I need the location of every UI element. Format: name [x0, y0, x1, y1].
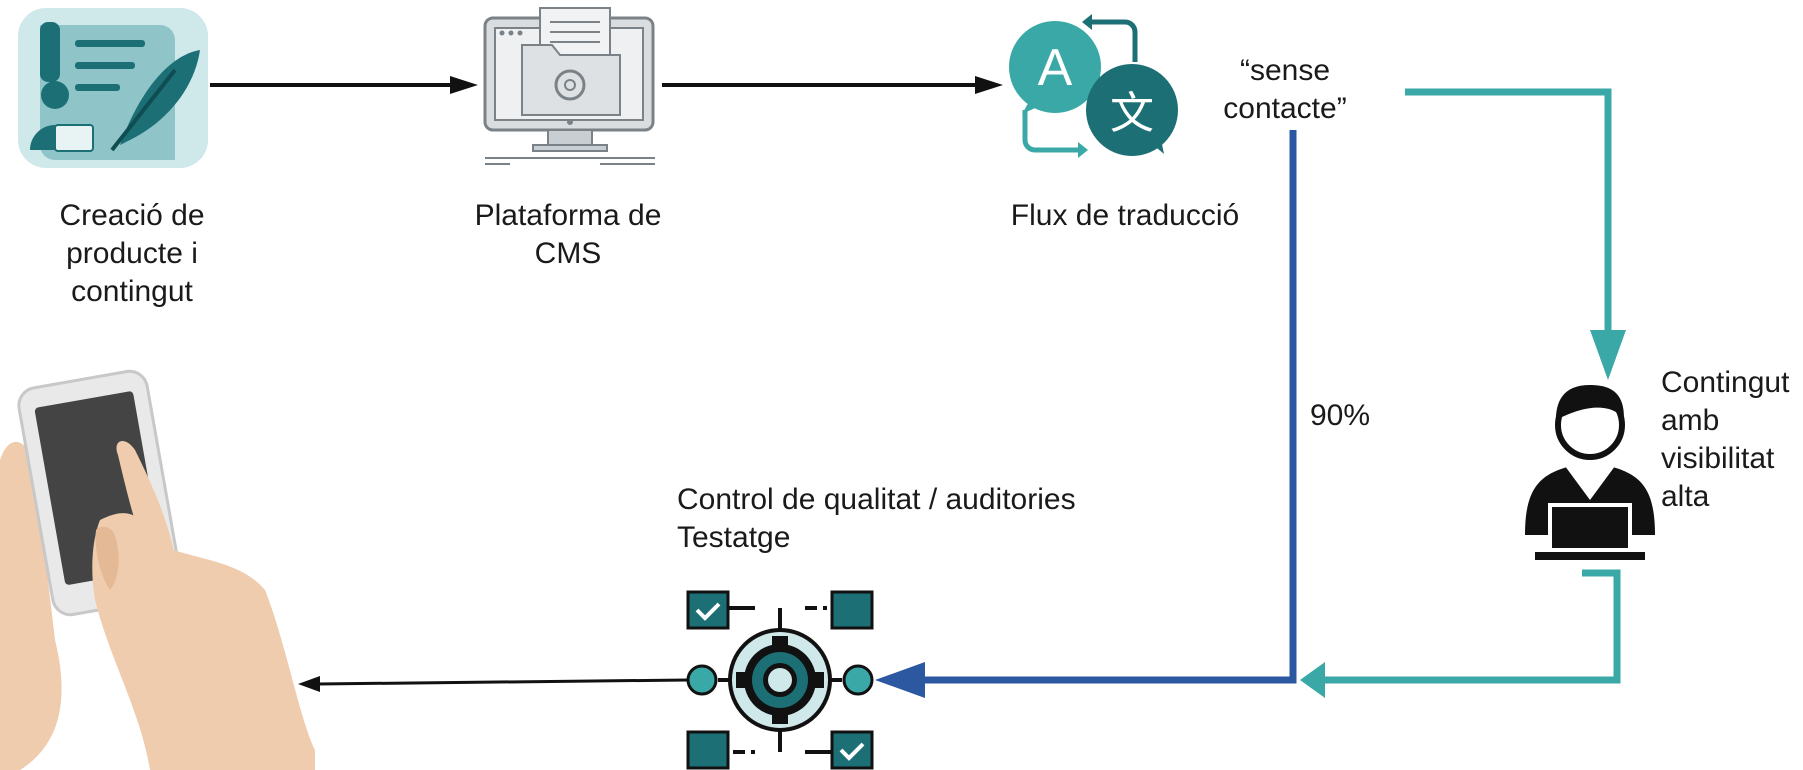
hand-phone-icon: [0, 369, 315, 770]
cms-label: Plataforma de CMS: [474, 199, 662, 270]
machine-share-label: 90%: [1310, 399, 1371, 432]
translation-label: Flux de traducció: [1010, 199, 1240, 232]
reviewer-laptop-icon: [1525, 385, 1655, 560]
arrow-creation-to-cms: [210, 76, 478, 94]
content-creator-icon: [18, 8, 208, 168]
creation-label: Creació de producte i contingut: [59, 199, 205, 308]
cms-monitor-icon: [483, 7, 655, 165]
qa-label: Control de qualitat / auditories Testatg…: [677, 483, 1076, 554]
arrow-review-to-qa: [1300, 569, 1621, 698]
high-visibility-label: Contingut amb visibilitat alta: [1661, 366, 1790, 513]
arrow-translation-to-review: [1405, 88, 1626, 380]
svg-text:A: A: [1038, 39, 1073, 97]
no-touch-label: “sense contacte”: [1223, 54, 1347, 125]
arrow-qa-to-user: [298, 676, 689, 692]
quality-gear-network-icon: [686, 590, 874, 770]
translation-icon: A 文: [1009, 14, 1178, 158]
arrow-cms-to-translation: [662, 76, 1003, 94]
svg-text:文: 文: [1110, 88, 1154, 139]
arrow-machine-to-qa: [875, 130, 1297, 698]
